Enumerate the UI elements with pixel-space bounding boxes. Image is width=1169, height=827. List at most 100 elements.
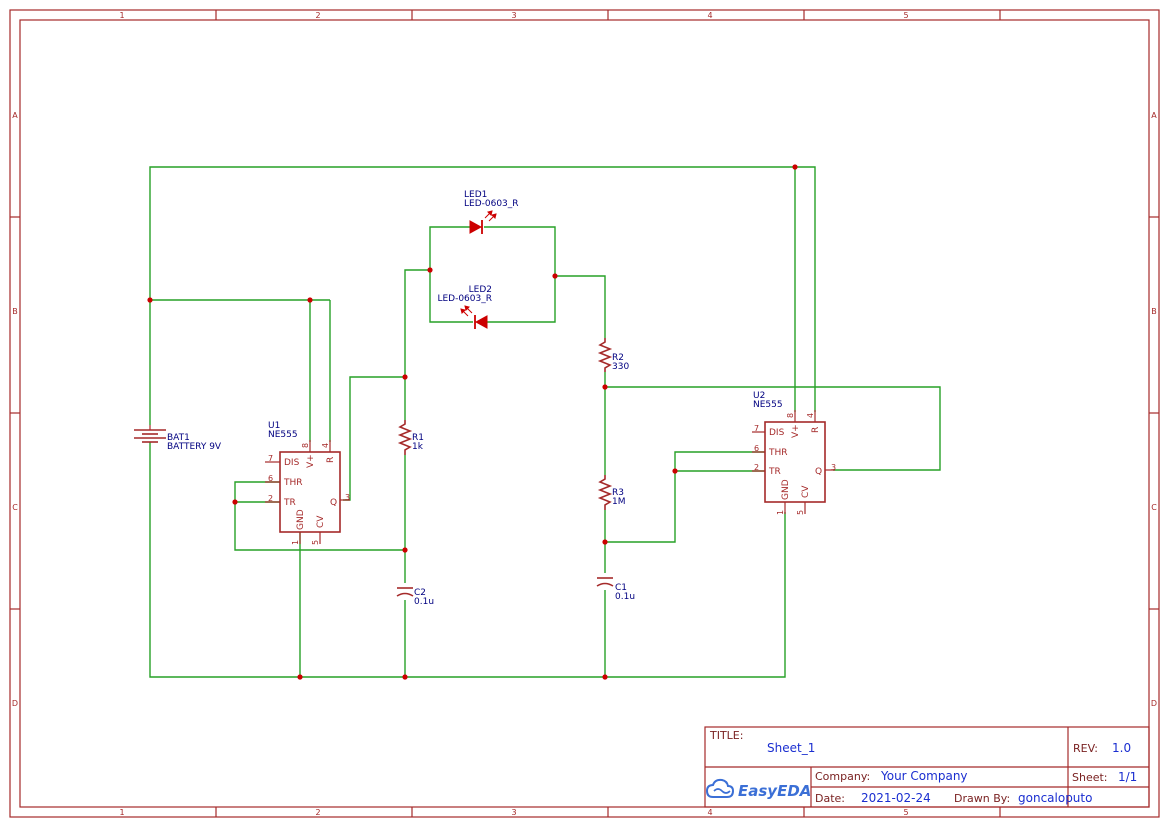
r1-resistor bbox=[397, 420, 413, 455]
u2-label-dis: DIS bbox=[769, 428, 785, 438]
company-value: Your Company bbox=[880, 769, 968, 783]
row-label-right: C bbox=[1151, 503, 1157, 512]
u1-label-dis: DIS bbox=[284, 458, 300, 468]
u2-label-tr: TR bbox=[768, 467, 781, 477]
sheet-label: Sheet: bbox=[1072, 771, 1108, 784]
u2-pin-7: 7 bbox=[754, 424, 759, 433]
drawn-by-label: Drawn By: bbox=[954, 792, 1010, 805]
led2-ref: LED2 bbox=[469, 285, 492, 295]
company-label: Company: bbox=[815, 770, 870, 783]
col-label-bottom: 5 bbox=[903, 808, 908, 817]
col-label-top: 4 bbox=[707, 11, 712, 20]
u2-pin-4: 4 bbox=[806, 413, 815, 418]
u1-pin-5: 5 bbox=[311, 540, 320, 545]
u1-pin-2: 2 bbox=[268, 494, 273, 503]
r1-value: 1k bbox=[412, 442, 424, 452]
easyeda-logo-text: EasyEDA bbox=[738, 782, 811, 800]
u1-ref: U1 bbox=[268, 421, 280, 431]
led1-value: LED-0603_R bbox=[464, 199, 519, 209]
u1-label-vplus: V+ bbox=[306, 454, 316, 468]
u2-label-q: Q bbox=[815, 467, 822, 477]
row-label-left: B bbox=[12, 307, 18, 316]
c1-value: 0.1u bbox=[615, 592, 635, 602]
u1-pin-8: 8 bbox=[301, 443, 310, 448]
c2-ref: C2 bbox=[414, 588, 426, 598]
r3-value: 1M bbox=[612, 497, 626, 507]
u1-label-r: R bbox=[326, 457, 336, 463]
col-label-top: 3 bbox=[511, 11, 516, 20]
column-ticks bbox=[215, 10, 1001, 817]
u2-label-r: R bbox=[811, 427, 821, 433]
u2-label-vplus: V+ bbox=[791, 424, 801, 438]
easyeda-logo bbox=[705, 778, 735, 798]
u2-label-cv: CV bbox=[801, 485, 811, 498]
title-label: TITLE: bbox=[709, 729, 743, 742]
c2-capacitor bbox=[396, 587, 414, 597]
inner-frame bbox=[19, 19, 1150, 808]
u1-label-q: Q bbox=[330, 498, 337, 508]
u1-pin-6: 6 bbox=[268, 474, 273, 483]
row-ticks bbox=[10, 216, 1159, 610]
bat1-value: BATTERY 9V bbox=[167, 442, 222, 452]
col-label-top: 2 bbox=[315, 11, 320, 20]
u1-label-cv: CV bbox=[316, 515, 326, 528]
sheet-value: 1/1 bbox=[1118, 770, 1137, 784]
row-label-left: C bbox=[12, 503, 18, 512]
bat1-ref: BAT1 bbox=[167, 433, 190, 443]
u1-pin-3: 3 bbox=[345, 493, 350, 502]
col-label-bottom: 2 bbox=[315, 808, 320, 817]
u2-pin-1: 1 bbox=[776, 510, 785, 515]
u2-label-gnd: GND bbox=[781, 479, 791, 500]
u1-pin-1: 1 bbox=[291, 540, 300, 545]
row-label-right: A bbox=[1151, 111, 1157, 120]
row-label-right: B bbox=[1151, 307, 1157, 316]
u2-ic bbox=[752, 410, 835, 514]
title-block bbox=[704, 726, 1150, 808]
u1-pin-4: 4 bbox=[321, 443, 330, 448]
u2-pin-3: 3 bbox=[831, 463, 836, 472]
row-label-left: A bbox=[12, 111, 18, 120]
u2-ref: U2 bbox=[753, 391, 765, 401]
u2-value: NE555 bbox=[753, 400, 783, 410]
u1-value: NE555 bbox=[268, 430, 298, 440]
row-label-right: D bbox=[1151, 699, 1157, 708]
col-label-bottom: 1 bbox=[119, 808, 124, 817]
c1-capacitor bbox=[596, 577, 614, 587]
led1-diode bbox=[469, 210, 497, 234]
r3-resistor bbox=[597, 475, 613, 510]
u1-label-tr: TR bbox=[283, 498, 296, 508]
title-value: Sheet_1 bbox=[767, 741, 815, 755]
led2-value: LED-0603_R bbox=[437, 294, 492, 304]
u2-pin-2: 2 bbox=[754, 463, 759, 472]
u2-pin-5: 5 bbox=[796, 510, 805, 515]
col-label-top: 1 bbox=[119, 11, 124, 20]
date-value: 2021-02-24 bbox=[861, 791, 931, 805]
led2-diode bbox=[460, 305, 488, 329]
outer-frame bbox=[9, 9, 1160, 818]
c1-ref: C1 bbox=[615, 583, 627, 593]
r2-ref: R2 bbox=[612, 353, 624, 363]
rev-label: REV: bbox=[1073, 742, 1098, 755]
led1-ref: LED1 bbox=[464, 190, 487, 200]
r1-ref: R1 bbox=[412, 433, 424, 443]
r2-value: 330 bbox=[612, 362, 629, 372]
r3-ref: R3 bbox=[612, 488, 624, 498]
row-label-left: D bbox=[12, 699, 18, 708]
date-label: Date: bbox=[815, 792, 845, 805]
col-label-bottom: 4 bbox=[707, 808, 712, 817]
u1-label-gnd: GND bbox=[296, 509, 306, 530]
u1-pin-7: 7 bbox=[268, 454, 273, 463]
battery-symbol bbox=[134, 425, 166, 443]
junctions bbox=[147, 164, 798, 680]
u2-pin-6: 6 bbox=[754, 444, 759, 453]
col-label-top: 5 bbox=[903, 11, 908, 20]
rev-value: 1.0 bbox=[1112, 741, 1131, 755]
col-label-bottom: 3 bbox=[511, 808, 516, 817]
r2-resistor bbox=[597, 338, 613, 372]
drawn-by-value: goncaloputo bbox=[1018, 791, 1092, 805]
u1-ic bbox=[265, 440, 350, 544]
u2-label-thr: THR bbox=[768, 448, 788, 458]
c2-value: 0.1u bbox=[414, 597, 434, 607]
u1-label-thr: THR bbox=[283, 478, 303, 488]
